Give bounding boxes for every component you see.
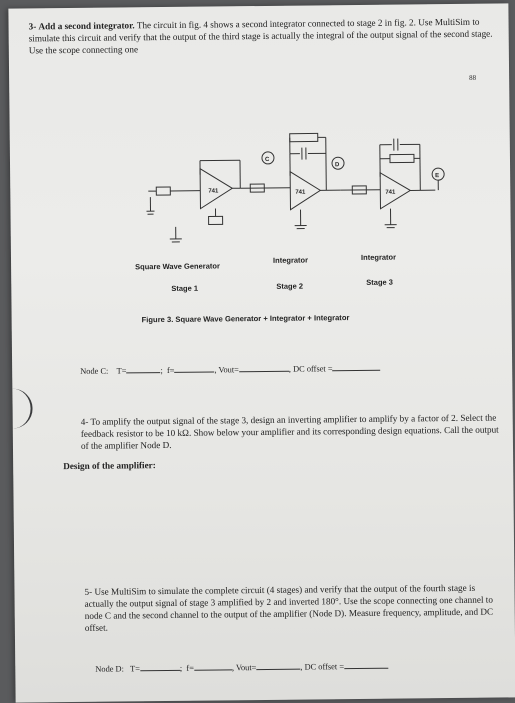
question-5: 5- Use MultiSim to simulate the complete…	[84, 581, 504, 633]
node-d-vout-label: Vout=	[236, 663, 256, 672]
question-3-number: 3-	[29, 21, 37, 31]
circuit-schematic: 741 741 741 C D E	[140, 114, 471, 257]
resistor-r1	[156, 187, 170, 195]
node-c-dc-blank[interactable]	[332, 361, 380, 372]
question-3-heading: Add a second integrator.	[38, 20, 134, 31]
node-c-dc-label: DC offset =	[293, 364, 333, 373]
probe-c-label: C	[265, 157, 270, 163]
document-page: 3- Add a second integrator. The circuit …	[8, 3, 515, 702]
probe-d-label: D	[335, 162, 340, 168]
node-c-f-blank[interactable]	[174, 362, 214, 372]
resistor-r2	[209, 216, 223, 224]
node-d-f-blank[interactable]	[194, 660, 232, 670]
stage-1-name: Square Wave Generator	[135, 261, 220, 271]
question-5-text: Use MultiSim to simulate the complete ci…	[85, 583, 494, 633]
question-4-text: To amplify the output signal of the stag…	[81, 413, 499, 451]
stage-1-number: Stage 1	[171, 284, 198, 293]
page-number: 88	[469, 74, 476, 82]
stage-3-name: Integrator	[361, 253, 396, 262]
node-c-t-label: T=	[117, 366, 127, 375]
page-shadow	[12, 388, 32, 428]
question-5-number: 5-	[84, 587, 92, 597]
node-c-label: Node C:	[80, 367, 108, 376]
node-d-label: Node D:	[95, 664, 124, 673]
node-c-f-label: f=	[167, 366, 175, 375]
node-d-t-blank[interactable]	[140, 661, 180, 671]
stage-2-name: Integrator	[273, 256, 308, 265]
opamp-1-label: 741	[208, 188, 219, 194]
node-c-vout-label: Vout=	[218, 365, 238, 374]
node-d-t-label: T=	[130, 664, 140, 673]
node-d-dc-blank[interactable]	[344, 659, 388, 669]
node-c-vout-blank[interactable]	[239, 362, 289, 373]
node-c-measurements: Node C: T=; f=, Vout=, DC offset =	[80, 361, 380, 376]
question-4: 4- To amplify the output signal of the s…	[81, 412, 501, 452]
probe-e-label: E	[435, 173, 439, 179]
node-d-dc-label: DC offset =	[305, 662, 345, 671]
figure-caption: Figure 3. Square Wave Generator + Integr…	[142, 313, 350, 324]
node-c-t-blank[interactable]	[126, 363, 160, 373]
stage-3-number: Stage 3	[366, 278, 393, 287]
opamp-3-label: 741	[385, 190, 396, 196]
resistor-r6	[390, 154, 414, 162]
design-label: Design of the amplifier:	[63, 459, 156, 472]
stage-2-number: Stage 2	[276, 282, 303, 291]
node-d-f-label: f=	[186, 664, 194, 673]
node-d-vout-blank[interactable]	[256, 660, 300, 670]
question-4-number: 4-	[81, 417, 89, 427]
resistor-r4	[290, 133, 318, 141]
question-3: 3- Add a second integrator. The circuit …	[29, 16, 499, 57]
opamp-2-label: 741	[295, 190, 306, 196]
node-d-measurements: Node D: T=; f=, Vout=, DC offset =	[95, 659, 388, 674]
